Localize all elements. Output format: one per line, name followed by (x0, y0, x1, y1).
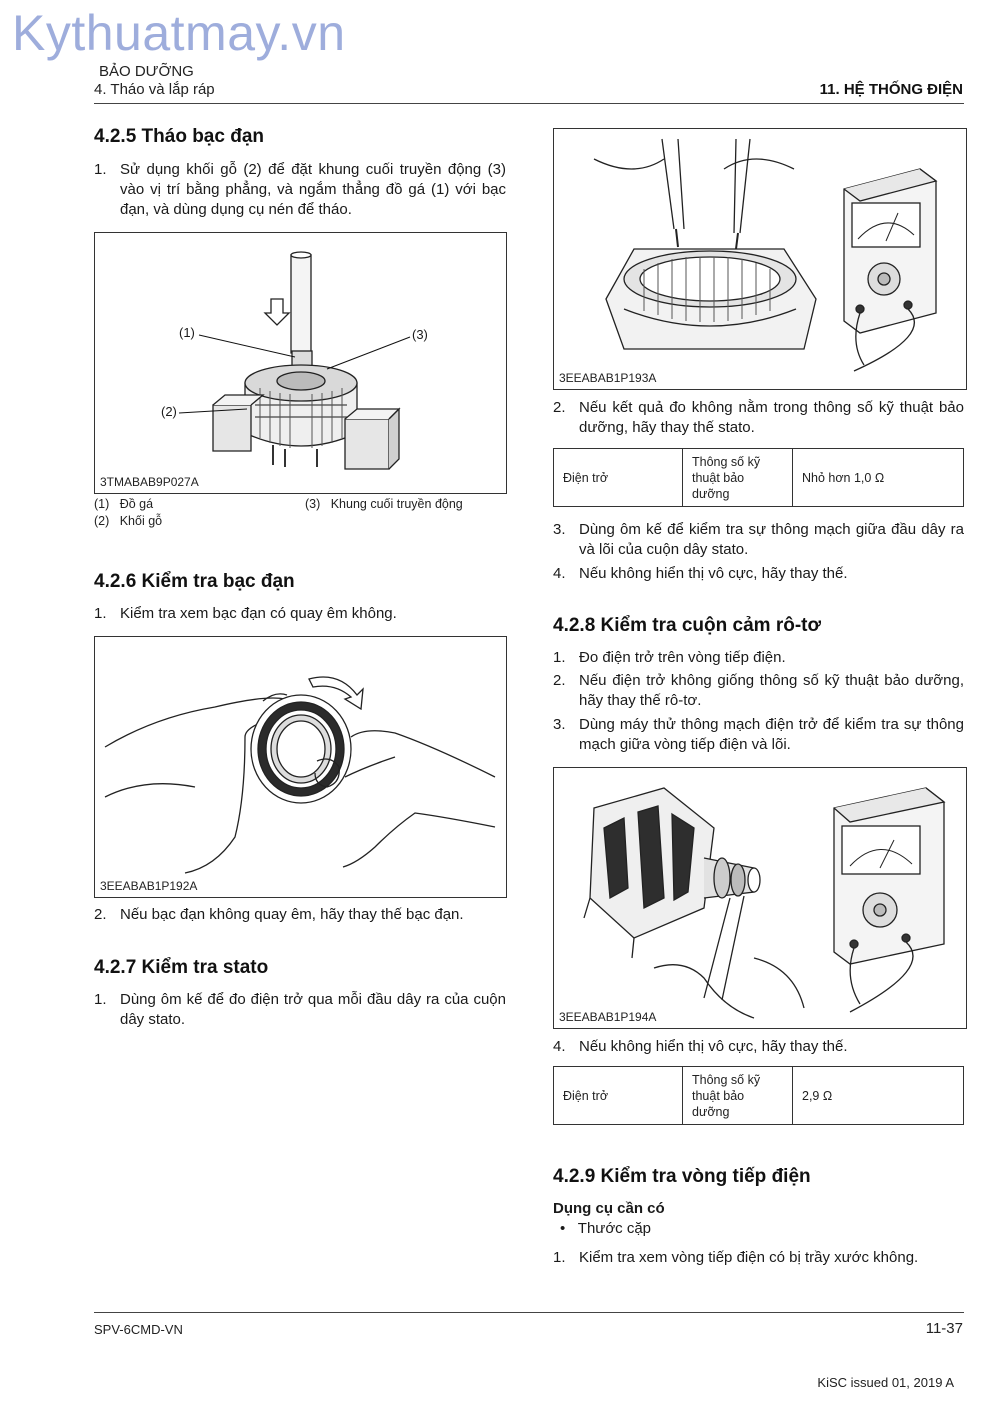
footer-page-number: 11-37 (925, 1320, 963, 1337)
header-section: BẢO DƯỠNG (99, 63, 194, 80)
step-text: Đo điện trở trên vòng tiếp điện. (579, 649, 786, 666)
figure-code: 3EEABAB1P193A (559, 371, 657, 385)
step-427-1: 1. Dùng ôm kế để đo điện trở qua mỗi đầu… (94, 990, 506, 1030)
footer-doc-code: SPV-6CMD-VN (94, 1322, 183, 1337)
footer-issued: KiSC issued 01, 2019 A (817, 1375, 954, 1390)
step-427-3: 3. Dùng ôm kế để kiểm tra sự thông mạch … (553, 520, 964, 560)
step-text: Nếu không hiển thị vô cực, hãy thay thế. (579, 565, 848, 582)
figure-bearing-check: 3EEABAB1P192A (94, 636, 507, 898)
spec-label: Điện trở (553, 1066, 683, 1125)
header-rule (94, 103, 964, 104)
step-text: Kiểm tra xem vòng tiếp điện có bị trầy x… (579, 1249, 919, 1266)
step-text: Nếu bạc đạn không quay êm, hãy thay thế … (120, 906, 464, 923)
figure-rotor-test: 3EEABAB1P194A (553, 767, 967, 1029)
step-text: Dùng máy thử thông mạch điện trở để kiểm… (579, 716, 964, 753)
step-429-1: 1. Kiểm tra xem vòng tiếp điện có bị trầ… (553, 1248, 964, 1268)
step-number: 2. (553, 672, 566, 689)
step-number: 4. (553, 565, 566, 582)
spec-type: Thông số kỹ thuật bảo dưỡng (682, 1066, 793, 1125)
callout-1: (1) (179, 325, 195, 340)
header-subsection: 4. Tháo và lắp ráp (94, 81, 215, 98)
step-number: 3. (553, 716, 566, 733)
step-text: Nếu không hiển thị vô cực, hãy thay thế. (579, 1038, 848, 1055)
step-number: 1. (553, 1249, 566, 1266)
step-text: Sử dụng khối gỗ (2) để đặt khung cuối tr… (120, 161, 506, 218)
step-text: Kiểm tra xem bạc đạn có quay êm không. (120, 605, 397, 622)
footer-rule (94, 1312, 964, 1313)
spec-value: 2,9 Ω (792, 1066, 964, 1125)
step-number: 1. (94, 991, 107, 1008)
step-427-4: 4. Nếu không hiển thị vô cực, hãy thay t… (553, 564, 964, 584)
section-title-425: 4.2.5 Tháo bạc đạn (94, 126, 264, 147)
watermark-text: Kythuatmay.vn (12, 5, 346, 61)
step-428-1: 1. Đo điện trở trên vòng tiếp điện. (553, 648, 964, 668)
spec-value: Nhỏ hơn 1,0 Ω (792, 448, 964, 507)
step-number: 4. (553, 1038, 566, 1055)
section-title-426: 4.2.6 Kiểm tra bạc đạn (94, 571, 295, 592)
figure-stator-test: 3EEABAB1P193A (553, 128, 967, 390)
step-426-2: 2. Nếu bạc đạn không quay êm, hãy thay t… (94, 905, 506, 925)
callout-3: (3) (412, 327, 428, 342)
step-428-3: 3. Dùng máy thử thông mạch điện trở để k… (553, 715, 964, 755)
callout-2: (2) (161, 404, 177, 419)
section-title-429: 4.2.9 Kiểm tra vòng tiếp điện (553, 1166, 811, 1187)
figure-bearing-removal: (1) (3) (2) 3TMABAB9P027A (94, 232, 507, 494)
step-text: Dùng ôm kế để đo điện trở qua mỗi đầu dâ… (120, 991, 506, 1028)
figure-code: 3EEABAB1P194A (559, 1010, 657, 1024)
step-number: 3. (553, 521, 566, 538)
step-428-2: 2. Nếu điện trở không giống thông số kỹ … (553, 671, 964, 711)
spec-type: Thông số kỹ thuật bảo dưỡng (682, 448, 793, 507)
bearing-removal-illustration (178, 251, 411, 470)
bearing-hands-illustration (104, 676, 496, 874)
step-number: 1. (94, 161, 107, 178)
step-425-1: 1. Sử dụng khối gỗ (2) để đặt khung cuối… (94, 160, 506, 220)
section-title-428: 4.2.8 Kiểm tra cuộn cảm rô-tơ (553, 615, 821, 636)
header-chapter: 11. HỆ THỐNG ĐIỆN (819, 81, 963, 98)
bullet-icon: • (560, 1220, 566, 1237)
figure-code: 3EEABAB1P192A (100, 879, 198, 893)
step-text: Nếu điện trở không giống thông số kỹ thu… (579, 672, 964, 709)
stator-ohmmeter-illustration (593, 138, 938, 372)
step-text: Dùng ôm kế để kiểm tra sự thông mạch giữ… (579, 521, 964, 558)
tools-heading: Dụng cụ cần có (553, 1200, 665, 1217)
step-number: 2. (553, 399, 566, 416)
legend-item-1: (1) Đồ gá (94, 497, 154, 511)
figure-code: 3TMABAB9P027A (100, 475, 199, 489)
step-427-2: 2. Nếu kết quả đo không nằm trong thông … (553, 398, 964, 438)
legend-item-3: (3) Khung cuối truyền động (305, 497, 463, 511)
step-428-4: 4. Nếu không hiển thị vô cực, hãy thay t… (553, 1037, 964, 1057)
step-text: Nếu kết quả đo không nằm trong thông số … (579, 399, 964, 436)
section-title-427: 4.2.7 Kiểm tra stato (94, 957, 269, 978)
rotor-ohmmeter-illustration (583, 787, 946, 1019)
spec-label: Điện trở (553, 448, 683, 507)
step-number: 1. (553, 649, 566, 666)
step-426-1: 1. Kiểm tra xem bạc đạn có quay êm không… (94, 604, 506, 624)
tool-item: • Thước cặp (560, 1220, 652, 1237)
spec-table-stator: Điện trở Thông số kỹ thuật bảo dưỡng Nhỏ… (553, 448, 964, 507)
step-number: 2. (94, 906, 107, 923)
spec-table-rotor: Điện trở Thông số kỹ thuật bảo dưỡng 2,9… (553, 1066, 964, 1125)
legend-item-2: (2) Khối gỗ (94, 514, 163, 528)
step-number: 1. (94, 605, 107, 622)
